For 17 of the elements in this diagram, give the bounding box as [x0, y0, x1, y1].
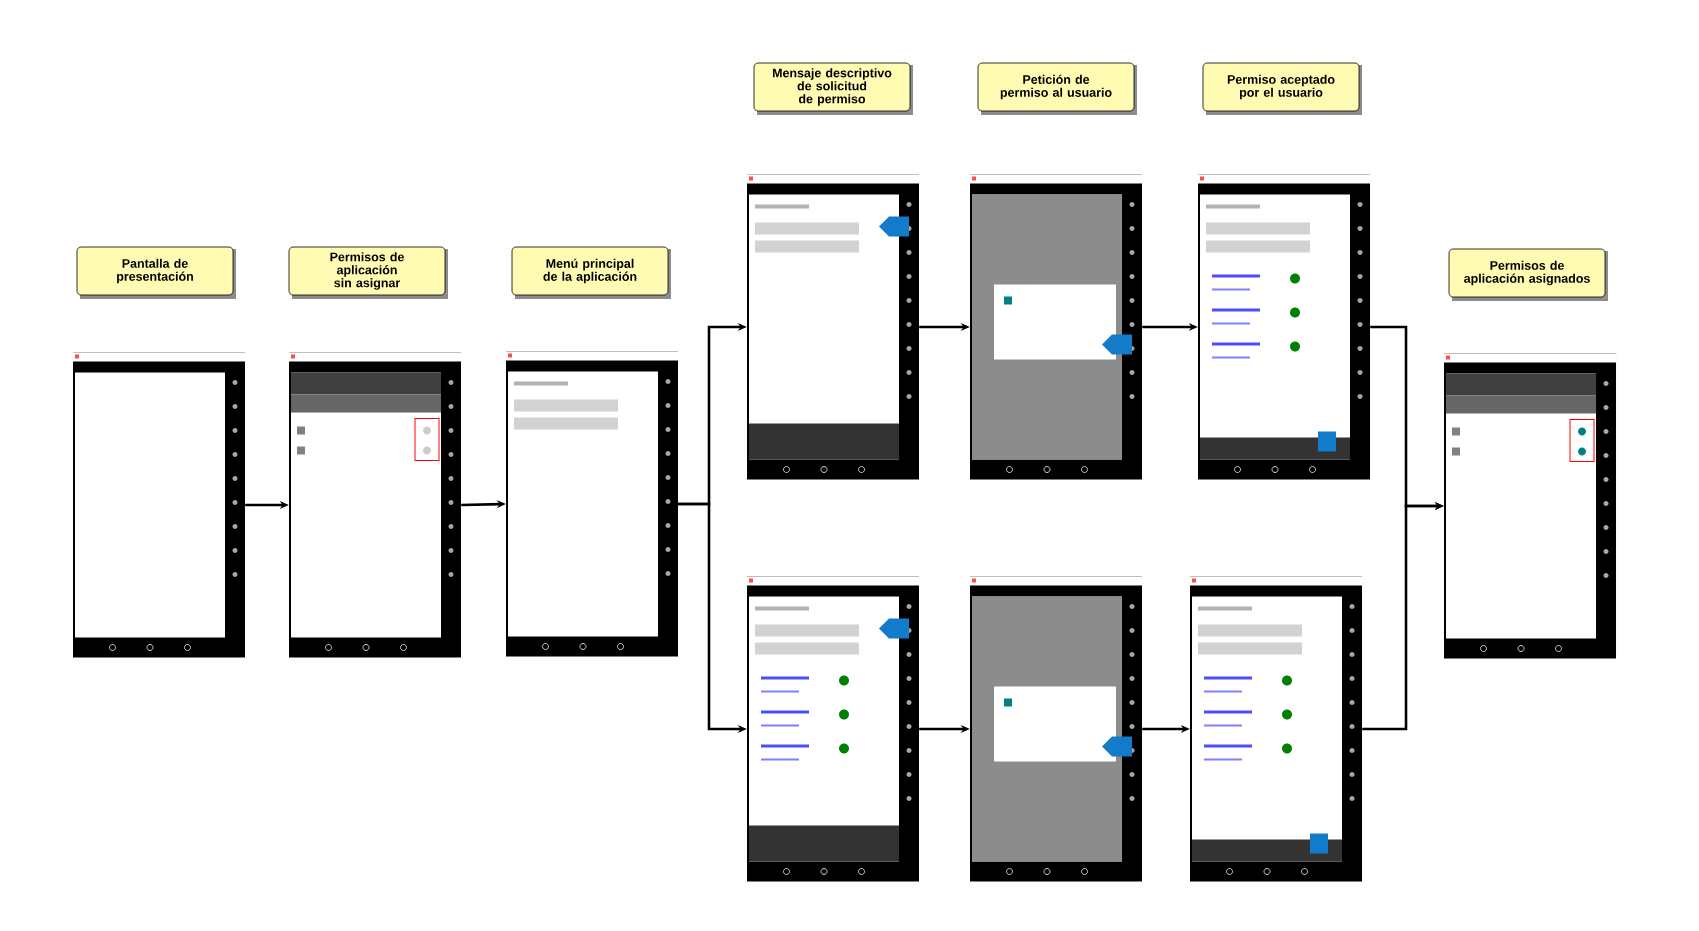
- label-box: Permiso aceptado por el usuario: [1202, 62, 1362, 115]
- label-box: Mensaje descriptivo de solicitud de permiso: [753, 62, 913, 115]
- label-box: Petición de permiso al usuario: [977, 62, 1137, 115]
- picture: [289, 352, 461, 658]
- label-box: Permisos de aplicación sin asignar: [288, 246, 448, 299]
- picture: [506, 351, 678, 657]
- picture: [970, 174, 1142, 480]
- picture: [970, 576, 1142, 882]
- picture: [73, 352, 245, 658]
- picture: [1444, 353, 1616, 659]
- picture: [1190, 576, 1362, 882]
- label-box: Permisos de aplicación asignados: [1448, 248, 1608, 301]
- picture: [1198, 174, 1370, 480]
- picture: [747, 576, 919, 882]
- label-box: Pantalla de presentación: [76, 246, 236, 299]
- label-box: Menú principal de la aplicación: [511, 246, 671, 299]
- picture: [747, 174, 919, 480]
